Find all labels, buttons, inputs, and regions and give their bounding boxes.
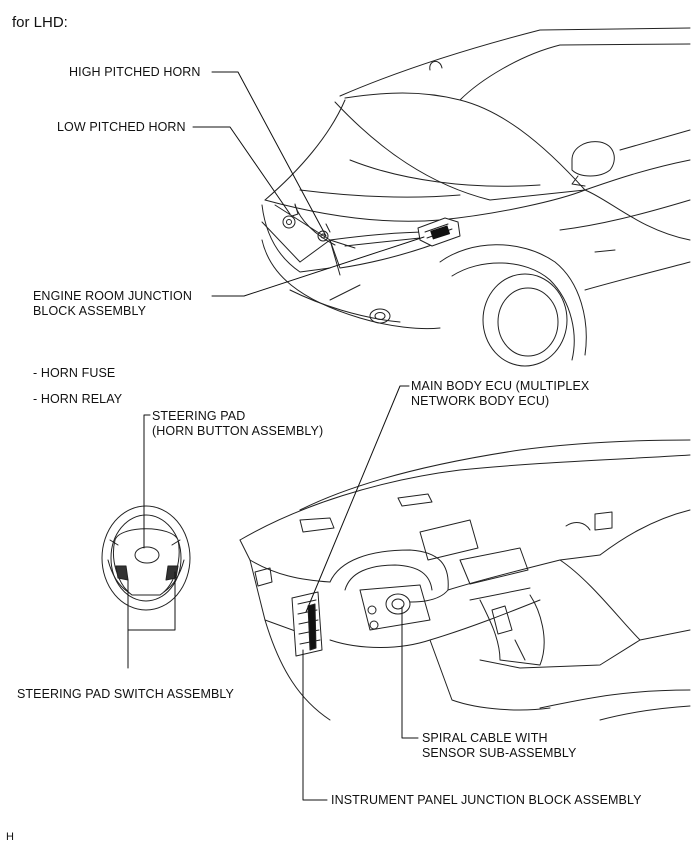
leader-lines <box>128 72 424 800</box>
steering-wheel-illustration <box>102 506 190 610</box>
diagram-header: for LHD: <box>12 14 68 31</box>
label-engine-room-jb-line2: BLOCK ASSEMBLY <box>33 304 147 318</box>
label-steering-pad-line2: (HORN BUTTON ASSEMBLY) <box>152 424 324 438</box>
label-main-body-ecu-line2: NETWORK BODY ECU) <box>411 394 550 408</box>
label-horn-fuse: - HORN FUSE <box>33 366 116 380</box>
label-low-pitched-horn: LOW PITCHED HORN <box>57 120 186 134</box>
label-steering-pad-line1: STEERING PAD <box>152 409 246 423</box>
vehicle-illustration <box>262 28 690 366</box>
label-steering-pad-switch: STEERING PAD SWITCH ASSEMBLY <box>17 687 234 701</box>
label-spiral-cable-line2: SENSOR SUB-ASSEMBLY <box>422 746 577 760</box>
dashboard-illustration <box>240 440 690 720</box>
label-high-pitched-horn: HIGH PITCHED HORN <box>69 65 201 79</box>
label-horn-relay: - HORN RELAY <box>33 392 123 406</box>
figure-code: H <box>6 831 15 843</box>
label-main-body-ecu-line1: MAIN BODY ECU (MULTIPLEX <box>411 379 590 393</box>
label-instrument-panel-jb: INSTRUMENT PANEL JUNCTION BLOCK ASSEMBLY <box>331 793 642 807</box>
label-spiral-cable-line1: SPIRAL CABLE WITH <box>422 731 548 745</box>
label-engine-room-jb-line1: ENGINE ROOM JUNCTION <box>33 289 192 303</box>
